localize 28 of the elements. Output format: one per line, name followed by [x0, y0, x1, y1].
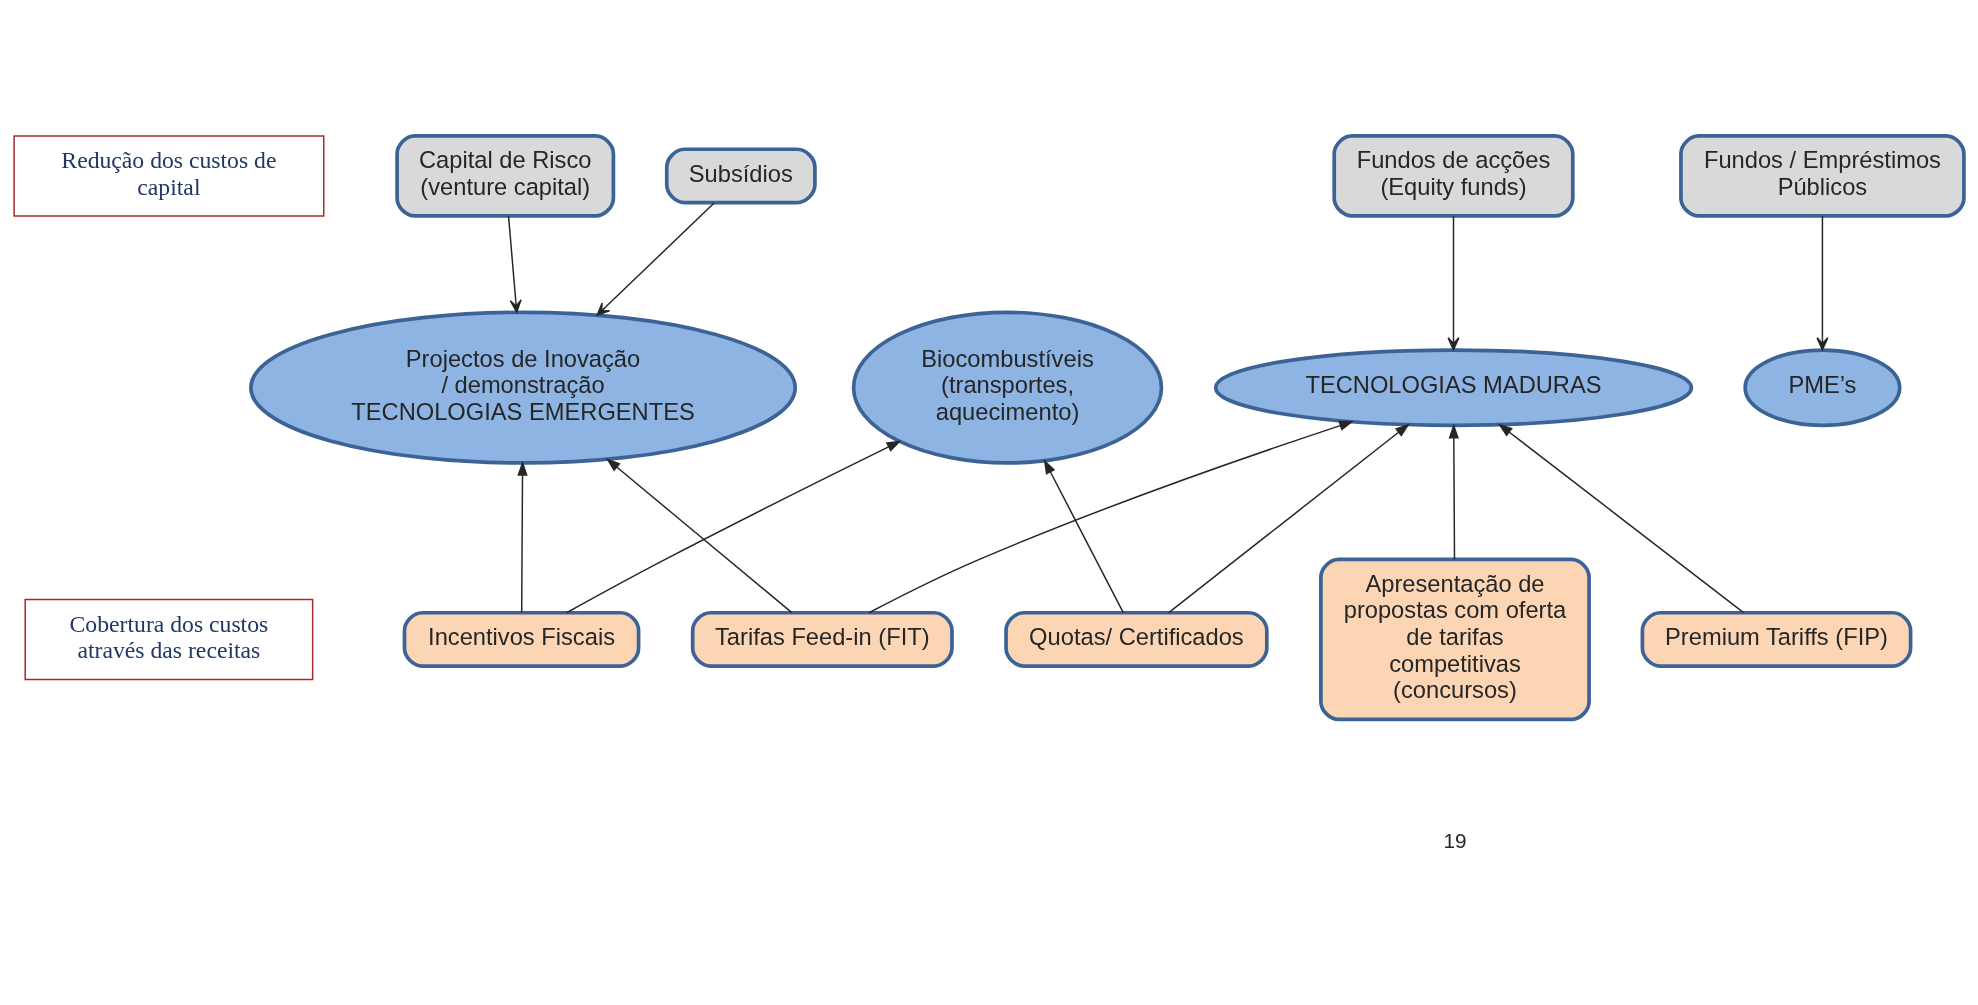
arrow	[1043, 459, 1124, 614]
node-ellipse: Projectos de Inovação / demonstração TECNOLOGIAS EMERGENTES	[249, 310, 798, 465]
node-ellipse: PME’s	[1743, 348, 1902, 428]
arrow	[868, 420, 1354, 614]
node-box: Apresentação de propostas com oferta de tarifas competitivas (concursos)	[1319, 557, 1591, 722]
node-ellipse: TECNOLOGIAS MADURAS	[1213, 348, 1694, 428]
node-box: Quotas/ Certificados	[1004, 610, 1269, 668]
arrow	[1498, 423, 1745, 614]
arrow	[1816, 215, 1829, 351]
label: 19	[1443, 828, 1467, 852]
arrow	[1448, 423, 1459, 561]
node-box: Capital de Risco (venture capital)	[395, 134, 616, 218]
arrow	[1168, 423, 1410, 614]
node-ellipse: Biocombustíveis (transportes, aquecimento)	[851, 310, 1164, 465]
node-box: Incentivos Fiscais	[402, 610, 641, 668]
arrow	[507, 215, 522, 313]
node-box: Cobertura dos custos através das receitas	[24, 598, 314, 681]
node-box: Fundos / Empréstimos Públicos	[1679, 134, 1966, 218]
arrow	[1447, 215, 1460, 351]
node-box: Redução dos custos de capital	[13, 135, 325, 217]
node-box: Premium Tariffs (FIP)	[1640, 610, 1913, 668]
arrow	[565, 440, 902, 614]
arrow	[596, 202, 715, 316]
arrow	[517, 460, 528, 613]
node-box: Tarifas Feed-in (FIT)	[690, 610, 954, 668]
node-box: Fundos de acções (Equity funds)	[1332, 134, 1575, 218]
node-box: Subsídios	[664, 147, 817, 205]
arrow	[605, 458, 793, 614]
